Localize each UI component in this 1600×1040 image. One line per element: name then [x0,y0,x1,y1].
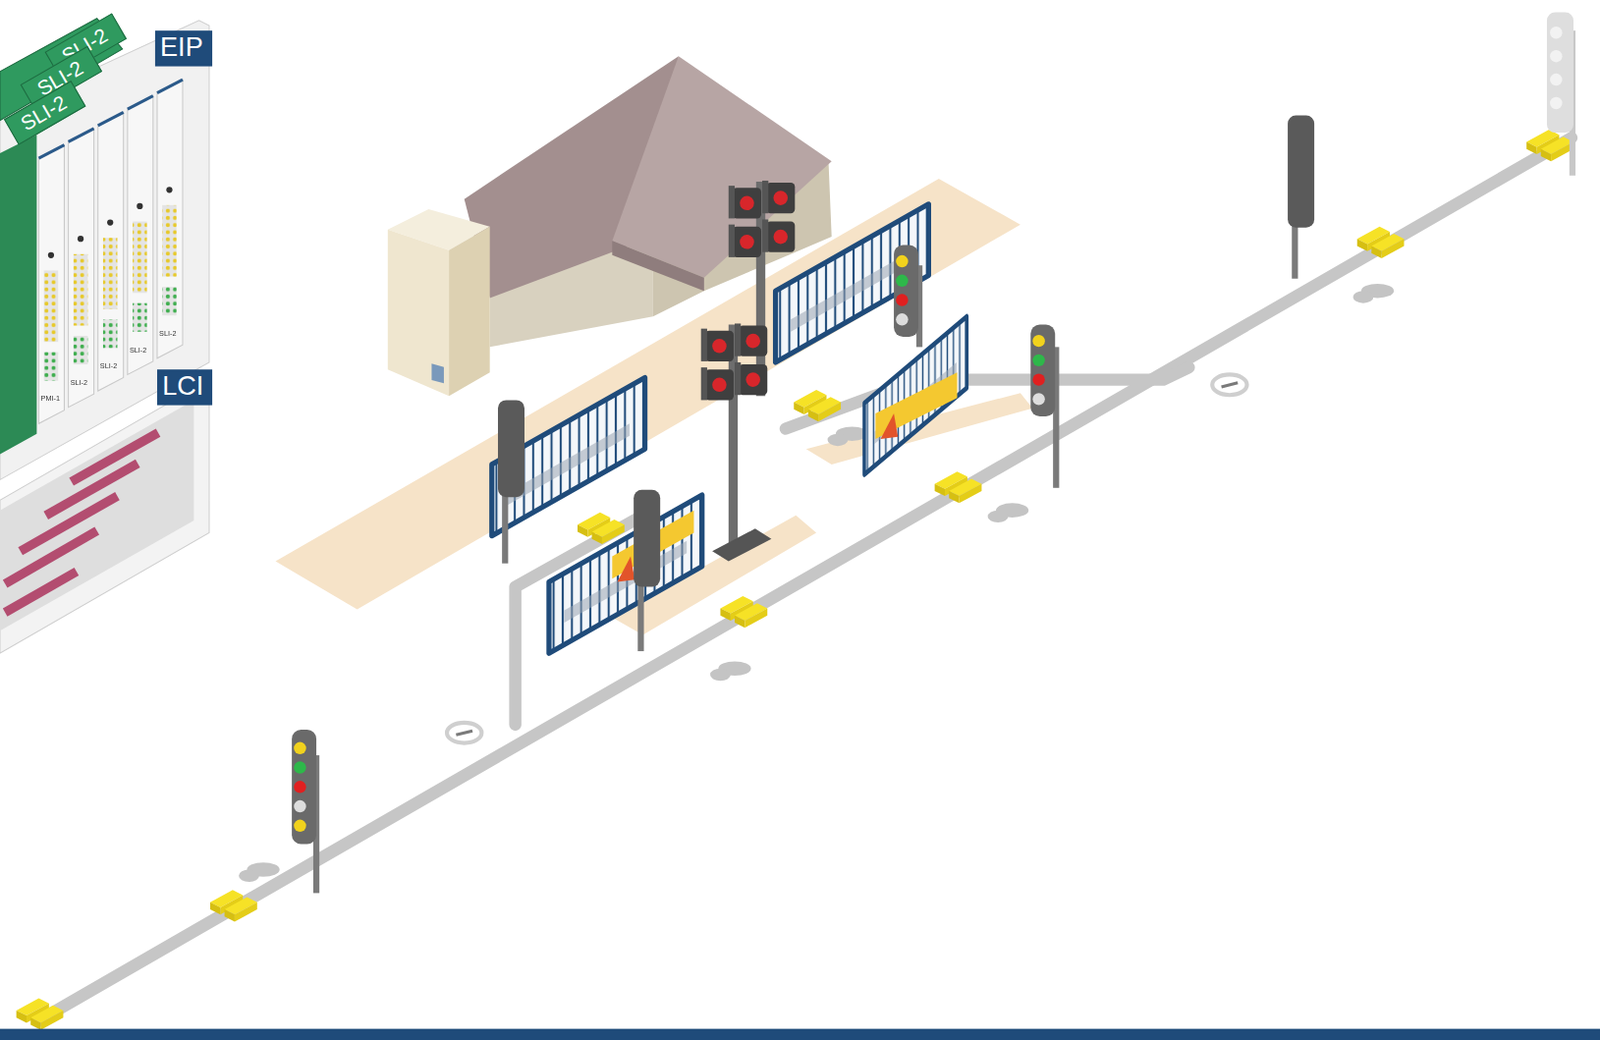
module-label: SLI-2 [129,345,147,353]
card-label: SLI-2 [16,90,73,137]
rack-tag: EIP [155,30,213,66]
module-label: SLI-2 [70,379,88,387]
rack-tag: LCI [157,369,213,405]
module-label: SLI-2 [159,330,176,337]
rack-label: LCI [162,370,208,402]
module-label: SLI-2 [100,362,117,370]
module-label: PMI-1 [41,394,60,402]
rack-label: EIP [160,31,208,63]
